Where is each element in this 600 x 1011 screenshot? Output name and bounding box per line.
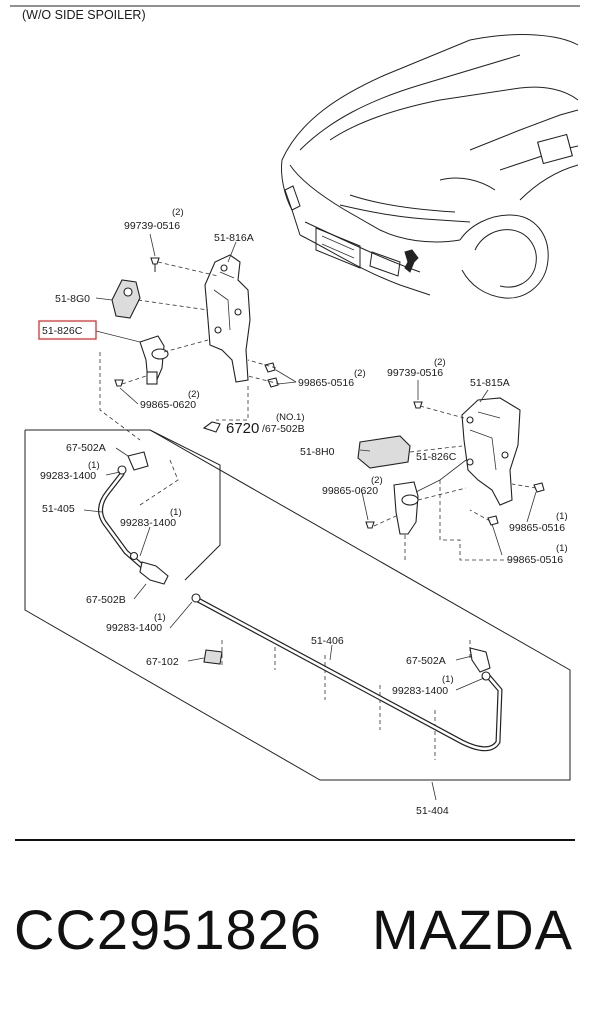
label-51-8h0: 51-8H0	[300, 446, 335, 458]
label-99865-0516-b: 99865-0516	[509, 522, 565, 534]
qty-99283-1400-c: (1)	[154, 612, 166, 623]
label-51-404: 51-404	[416, 805, 449, 817]
label-51-8g0: 51-8G0	[55, 293, 90, 305]
note-qty: (NO.1)	[276, 412, 305, 423]
note-sub: /67-502B	[262, 423, 305, 435]
label-99865-0620-a: 99865-0620	[140, 399, 196, 411]
brand-name: MAZDA	[372, 898, 573, 961]
hose-assembly-frame	[24, 429, 571, 781]
washer-hoses	[98, 451, 503, 752]
label-67-502b: 67-502B	[86, 594, 126, 606]
label-99865-0516-c: 99865-0516	[507, 554, 563, 566]
reference-dashed-lines	[99, 352, 520, 760]
left-bracket-assembly	[111, 254, 281, 388]
qty-99739-0516-b: (2)	[434, 357, 446, 368]
label-99739-0516-b: 99739-0516	[387, 367, 443, 379]
car-front-illustration	[281, 34, 579, 299]
label-67-502a-a: 67-502A	[66, 442, 106, 454]
qty-99865-0620-b: (2)	[371, 475, 383, 486]
leader-lines	[83, 233, 537, 801]
label-51-826c-highlight: 51-826C	[42, 325, 83, 337]
qty-99865-0516-c: (1)	[556, 543, 568, 554]
label-99283-1400-b: 99283-1400	[120, 517, 176, 529]
highlight-box	[38, 320, 97, 340]
label-99283-1400-c: 99283-1400	[106, 622, 162, 634]
note-main: 6720	[226, 420, 259, 437]
label-51-405: 51-405	[42, 503, 75, 515]
label-51-816a: 51-816A	[214, 232, 254, 244]
label-67-102: 67-102	[146, 656, 179, 668]
label-99865-0620-b: 99865-0620	[322, 485, 378, 497]
label-99283-1400-d: 99283-1400	[392, 685, 448, 697]
right-bracket-assembly	[357, 397, 545, 535]
qty-99283-1400-a: (1)	[88, 460, 100, 471]
part-number: CC2951826	[14, 898, 322, 961]
label-51-815a: 51-815A	[470, 377, 510, 389]
qty-99865-0516-a: (2)	[354, 368, 366, 379]
label-99865-0516-a: 99865-0516	[298, 377, 354, 389]
label-51-826c-b: 51-826C	[416, 451, 457, 463]
qty-99865-0620-a: (2)	[188, 389, 200, 400]
qty-99283-1400-b: (1)	[170, 507, 182, 518]
qty-99865-0516-b: (1)	[556, 511, 568, 522]
qty-99283-1400-d: (1)	[442, 674, 454, 685]
label-99739-0516-a: 99739-0516	[124, 220, 180, 232]
qty-99739-0516-a: (2)	[172, 207, 184, 218]
reference-note: 6720 /67-502B (NO.1)	[202, 412, 305, 437]
footer: CC2951826 MAZDA	[0, 890, 600, 990]
label-51-406: 51-406	[311, 635, 344, 647]
label-67-502a-b: 67-502A	[406, 655, 446, 667]
label-99283-1400-a: 99283-1400	[40, 470, 96, 482]
diagram-title: (W/O SIDE SPOILER)	[22, 8, 146, 22]
part-labels: 99739-0516 (2) 51-816A 51-8G0 51-826C 99…	[40, 207, 568, 817]
